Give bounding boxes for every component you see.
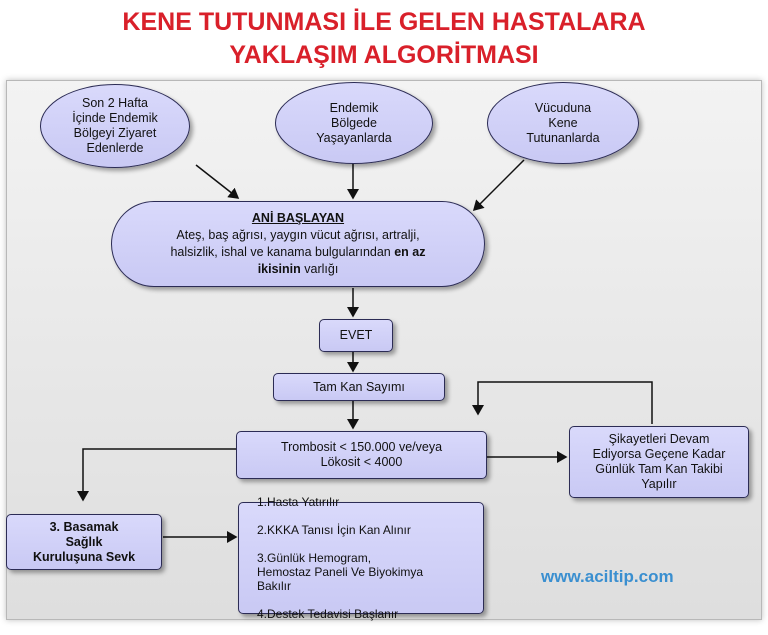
title-line-2: YAKLAŞIM ALGORİTMASI xyxy=(229,41,539,69)
node-tertiary-referral: 3. Basamak Sağlık Kuruluşuna Sevk xyxy=(6,514,162,570)
sudden-onset-heading: ANİ BAŞLAYAN xyxy=(251,211,345,225)
action-item: 3.Günlük Hemogram, Hemostaz Paneli Ve Bi… xyxy=(257,551,424,593)
node-tick-attached: Vücuduna Kene Tutunanlarda xyxy=(487,82,639,164)
node-actions-list: 1.Hasta Yatırılır 2.KKKA Tanısı İçin Kan… xyxy=(238,495,484,621)
watermark-link: www.aciltip.com xyxy=(541,567,674,586)
node-platelet-leukocyte: Trombosit < 150.000 ve/veya Lökosit < 40… xyxy=(236,431,487,479)
action-item: 4.Destek Tedavisi Başlanır xyxy=(257,607,399,621)
action-item: 1.Hasta Yatırılır xyxy=(257,495,340,509)
title-line-1: KENE TUTUNMASI İLE GELEN HASTALARA xyxy=(122,8,646,36)
action-item: 2.KKKA Tanısı İçin Kan Alınır xyxy=(257,523,411,537)
arrow-visited-to-sudden xyxy=(195,164,240,199)
sudden-onset-tail: varlığı xyxy=(304,262,339,276)
arrow-tick-to-sudden xyxy=(472,159,525,212)
node-yes: EVET xyxy=(319,319,393,352)
node-daily-followup: Şikayetleri Devam Ediyorsa Geçene Kadar … xyxy=(569,426,749,498)
node-living-endemic: Endemik Bölgede Yaşayanlarda xyxy=(275,82,433,164)
node-visited-endemic: Son 2 Hafta İçinde Endemik Bölgeyi Ziyar… xyxy=(40,84,190,168)
sudden-onset-line-2: halsizlik, ishal ve kanama bulgularından xyxy=(170,245,391,259)
node-complete-blood-count: Tam Kan Sayımı xyxy=(273,373,445,401)
arrow-platelet-to-referral xyxy=(77,448,236,502)
node-sudden-onset: ANİ BAŞLAYAN Ateş, baş ağrısı, yaygın vü… xyxy=(111,201,485,287)
arrow-followup-loop xyxy=(472,381,653,424)
connector-arrows xyxy=(77,159,653,543)
sudden-onset-bold-2: ikisinin xyxy=(257,262,301,276)
sudden-onset-bold-1: en az xyxy=(394,245,426,259)
sudden-onset-line-1: Ateş, baş ağrısı, yaygın vücut ağrısı, a… xyxy=(176,228,420,242)
